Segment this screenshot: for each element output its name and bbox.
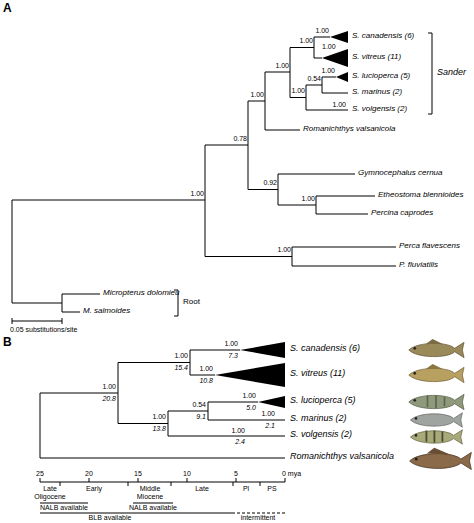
support-value: 1.00 bbox=[224, 340, 238, 348]
taxon-label: S. volgensis (2) bbox=[352, 105, 407, 114]
taxon-label: M. salmoides bbox=[83, 307, 130, 316]
axis-label: Middle bbox=[140, 485, 161, 493]
axis-label: BLB available bbox=[89, 514, 132, 522]
support-value: 0.92 bbox=[263, 179, 277, 187]
taxon-label: S. lucioperca (5) bbox=[290, 396, 356, 406]
axis-label: intermittent bbox=[241, 514, 276, 522]
support-value: 1.00 bbox=[261, 410, 275, 418]
support-value: 1.00 bbox=[291, 87, 305, 95]
taxon-label: S. volgensis (2) bbox=[290, 430, 352, 440]
axis-label: Late bbox=[43, 485, 57, 493]
support-value: 1.00 bbox=[190, 190, 204, 198]
taxon-label: S. vitreus (11) bbox=[352, 53, 401, 62]
axis-label: NALB available bbox=[40, 504, 88, 512]
axis-label: 5 bbox=[234, 470, 238, 478]
taxon-label: S. lucioperca (5) bbox=[352, 72, 410, 81]
support-value: 1.00 bbox=[322, 43, 336, 51]
taxon-label: S. canadensis (6) bbox=[352, 32, 414, 41]
support-value: 0.78 bbox=[233, 135, 247, 143]
axis-label: Late bbox=[195, 485, 209, 493]
taxon-label: Gymnocephalus cernua bbox=[358, 169, 443, 178]
axis-label: 0.05 substitutions/site bbox=[10, 326, 77, 334]
clade-label: Sander bbox=[437, 68, 466, 78]
taxon-label: Percina caprodes bbox=[371, 209, 433, 218]
support-value: 1.00 bbox=[242, 392, 256, 400]
support-value: 1.00 bbox=[301, 195, 315, 203]
axis-label: Early bbox=[86, 485, 102, 493]
divergence-time: 2.4 bbox=[235, 438, 245, 446]
collapsed-clades-a bbox=[322, 31, 348, 82]
support-value: 1.00 bbox=[231, 427, 245, 435]
support-value: 1.00 bbox=[275, 62, 289, 70]
axis-label: PS bbox=[267, 485, 276, 493]
panel-label: A bbox=[3, 2, 12, 15]
support-value: 1.00 bbox=[250, 91, 264, 99]
taxon-label: Micropterus dolomieu bbox=[103, 289, 179, 298]
support-value: 1.00 bbox=[315, 27, 329, 35]
support-value: 1.00 bbox=[332, 101, 346, 109]
taxon-label: P. fluviatilis bbox=[399, 261, 438, 270]
taxon-label: Romanichthys valsanicola bbox=[303, 125, 396, 134]
taxon-label: S. marinus (2) bbox=[352, 88, 402, 97]
support-value: 1.00 bbox=[321, 67, 335, 75]
support-value: 1.00 bbox=[174, 352, 188, 360]
divergence-time: 20.8 bbox=[102, 395, 116, 403]
taxon-label: S. canadensis (6) bbox=[290, 344, 360, 354]
tree-b-branches bbox=[40, 350, 285, 458]
divergence-time: 5.0 bbox=[246, 404, 256, 412]
axis-label: 10 bbox=[183, 470, 191, 478]
axis-label: 15 bbox=[134, 470, 142, 478]
taxon-label: S. marinus (2) bbox=[290, 414, 347, 424]
clade-label: Root bbox=[183, 298, 200, 307]
axis-label: Pl bbox=[243, 485, 249, 493]
divergence-time: 9.1 bbox=[196, 413, 206, 421]
panel-label: B bbox=[3, 336, 12, 349]
support-value: 1.00 bbox=[199, 365, 213, 373]
fish-illustrations bbox=[409, 339, 472, 470]
support-value: 0.54 bbox=[307, 75, 321, 83]
collapsed-clades-b bbox=[215, 342, 285, 408]
divergence-time: 7.3 bbox=[228, 352, 238, 360]
support-value: 1.00 bbox=[277, 246, 291, 254]
divergence-time: 2.1 bbox=[265, 422, 275, 430]
support-value: 1.00 bbox=[152, 413, 166, 421]
divergence-time: 10.8 bbox=[199, 377, 213, 385]
support-value: 0.54 bbox=[192, 401, 206, 409]
axis-label: NALB available bbox=[129, 504, 177, 512]
taxon-label: Romanichthys valsanicola bbox=[290, 452, 394, 462]
axis-label: 25 bbox=[36, 470, 44, 478]
divergence-time: 13.8 bbox=[152, 425, 166, 433]
taxon-label: S. vitreus (11) bbox=[290, 369, 345, 379]
tree-a-branches bbox=[12, 33, 432, 324]
axis-label: 20 bbox=[85, 470, 93, 478]
time-axis bbox=[40, 478, 285, 513]
support-value: 1.00 bbox=[102, 383, 116, 391]
taxon-label: Etheostoma blennioides bbox=[378, 191, 463, 200]
axis-label: 0 mya bbox=[282, 470, 301, 478]
taxon-label: Perca flavescens bbox=[399, 242, 460, 251]
axis-label: Oligocene bbox=[34, 493, 66, 501]
divergence-time: 15.4 bbox=[174, 364, 188, 372]
support-value: 1.00 bbox=[299, 37, 313, 45]
axis-label: Miocene bbox=[137, 493, 163, 501]
